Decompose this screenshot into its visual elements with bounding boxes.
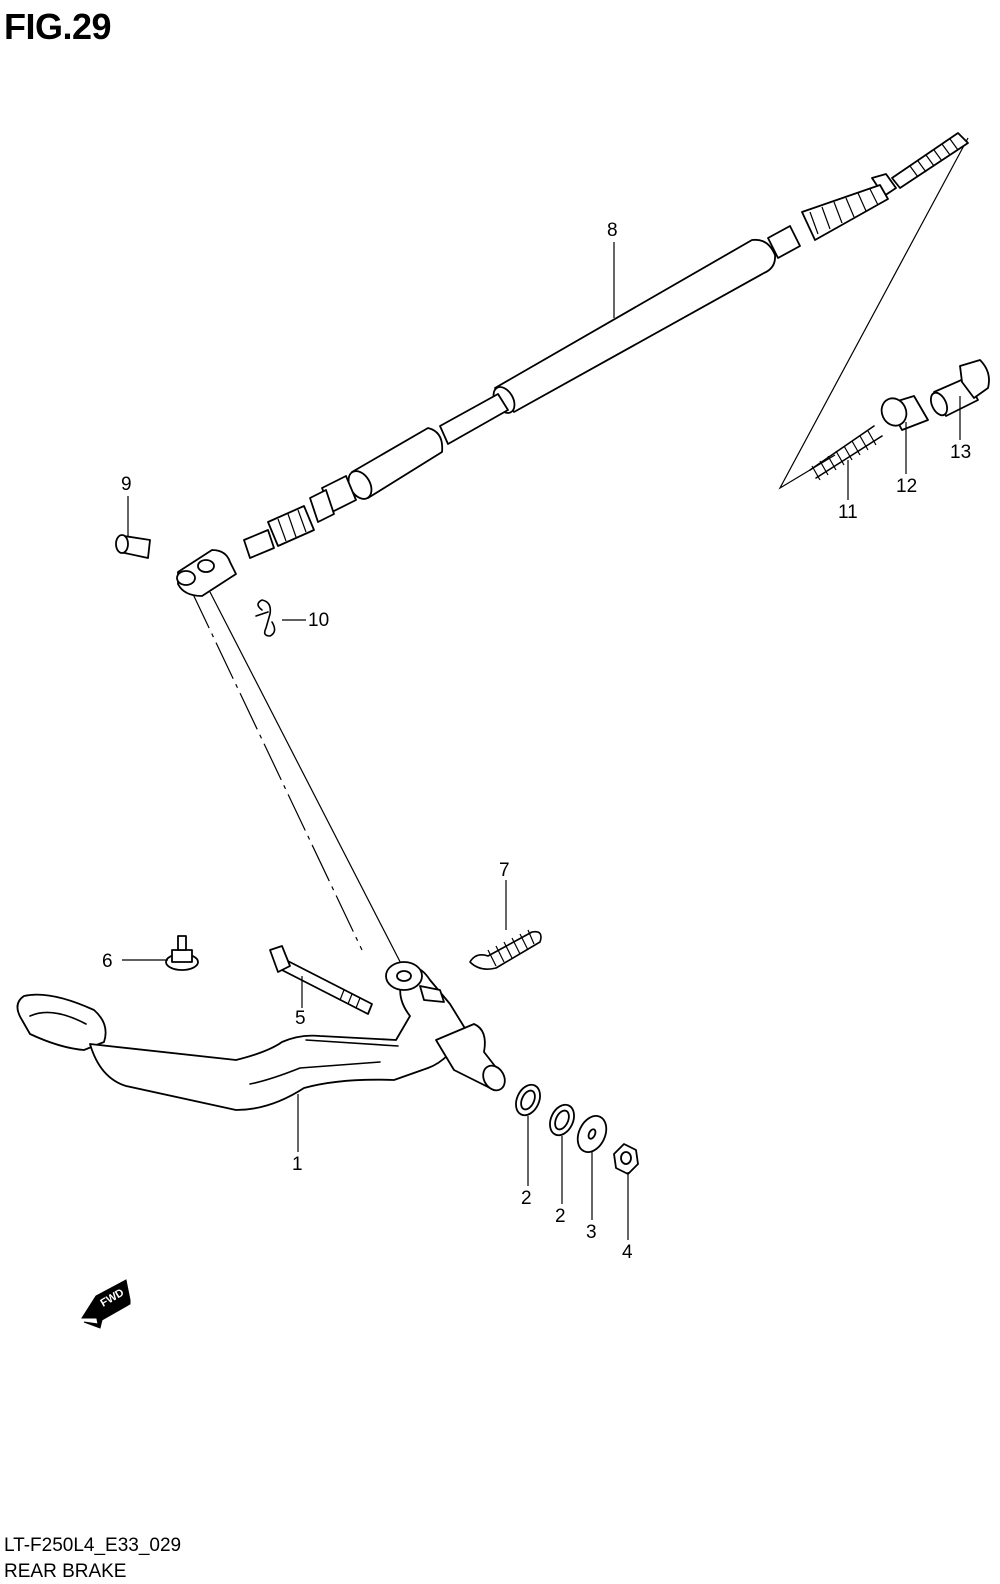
callout-1: 1	[292, 1154, 303, 1175]
callout-12: 12	[896, 476, 917, 497]
callout-7: 7	[499, 860, 510, 881]
washer-part-3[interactable]	[572, 1111, 612, 1156]
clip-part-10[interactable]	[255, 599, 276, 637]
stopper-part-6[interactable]	[165, 935, 199, 971]
callout-8: 8	[607, 220, 618, 241]
figure-name: REAR BRAKE	[4, 1561, 127, 1582]
callout-11: 11	[838, 502, 858, 523]
spring-part-11[interactable]	[809, 425, 883, 481]
callout-2b: 2	[555, 1206, 566, 1227]
callout-13: 13	[950, 442, 971, 463]
washer-part-2a[interactable]	[511, 1081, 544, 1119]
leader-lines	[122, 242, 961, 1240]
figure-code: LT-F250L4_E33_029	[4, 1535, 182, 1556]
brake-cable-part-8[interactable]	[176, 132, 969, 597]
forward-direction-arrow: FWD	[81, 1279, 131, 1329]
return-spring-part-7[interactable]	[469, 929, 542, 970]
callout-9: 9	[121, 474, 132, 495]
callout-3: 3	[586, 1222, 597, 1243]
callout-5: 4	[622, 1242, 633, 1263]
clevis-pin-part-9[interactable]	[115, 534, 151, 559]
nut-part-5[interactable]	[613, 1143, 639, 1175]
washer-part-2b[interactable]	[545, 1101, 578, 1139]
callout-labels: 8 9 10 11 12 13 7 6 5 1 2 2 3 4	[102, 220, 971, 1263]
bolt-part-13[interactable]	[928, 359, 990, 418]
figure-title: FIG.29	[4, 6, 112, 47]
callout-10: 10	[308, 610, 329, 631]
callout-6: 6	[102, 951, 113, 972]
pivot-bolt-part-4[interactable]	[269, 945, 373, 1015]
callout-2a: 2	[521, 1188, 532, 1209]
callout-4: 5	[295, 1008, 306, 1029]
joint-part-12[interactable]	[877, 394, 929, 431]
brake-pedal-part-1[interactable]	[16, 961, 509, 1111]
assembly-guide-lines	[191, 137, 969, 986]
